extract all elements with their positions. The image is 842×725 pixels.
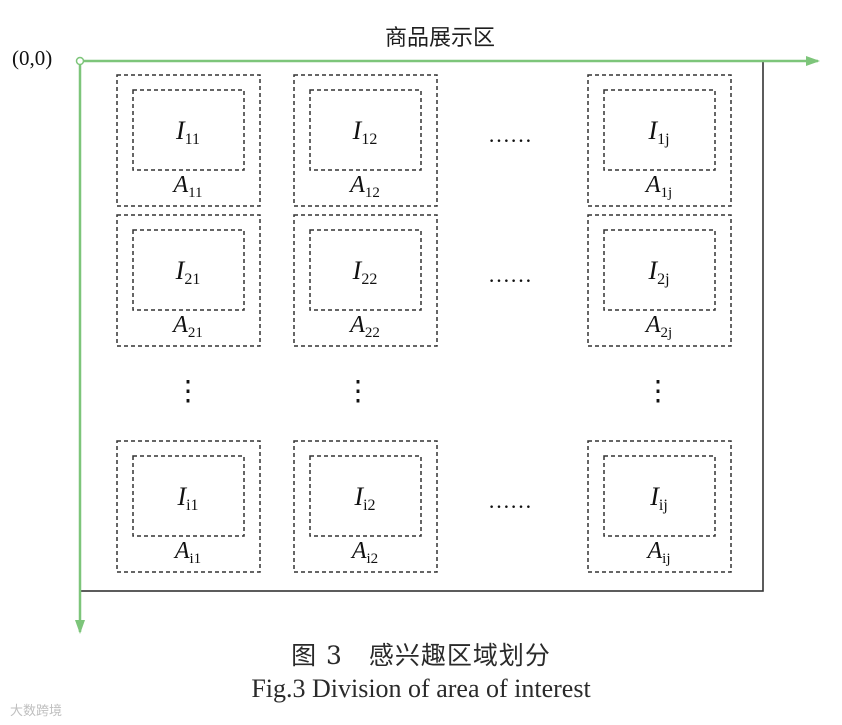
outer-area-box [116, 214, 261, 347]
outer-area-box [587, 214, 732, 347]
outer-area-box [116, 440, 261, 573]
watermark: 大数跨境 [10, 704, 63, 719]
vertical-ellipsis: ⋮ [344, 374, 372, 407]
interest-area-label: Ii2 [353, 482, 375, 514]
figure-caption-chinese: 图 3 感兴趣区域划分 [291, 641, 551, 670]
inner-interest-box [132, 455, 245, 537]
inner-interest-box [603, 89, 716, 171]
outer-area-box [293, 214, 438, 347]
outer-area-box [116, 74, 261, 207]
vertical-ellipsis: ⋮ [644, 374, 672, 407]
origin-point [75, 56, 85, 66]
horizontal-ellipsis: …… [488, 122, 532, 147]
inner-interest-box [603, 455, 716, 537]
display-area-title: 商品展示区 [384, 26, 495, 51]
area-label: A1j [644, 172, 672, 201]
ellipsis-group: …… …… …… ⋮ ⋮ ⋮ [174, 122, 672, 513]
interest-area-label: I11 [175, 116, 200, 148]
inner-interest-box [132, 229, 245, 311]
interest-area-label: I12 [352, 116, 378, 148]
area-label: A11 [171, 172, 202, 201]
interest-area-label: I2j [647, 256, 669, 288]
area-label: A12 [348, 172, 380, 201]
area-label: A21 [171, 312, 203, 341]
outer-area-box [587, 74, 732, 207]
interest-area-label: I21 [175, 256, 201, 288]
area-label: Aij [645, 538, 670, 567]
inner-interest-box [309, 455, 422, 537]
vertical-ellipsis: ⋮ [174, 374, 202, 407]
area-label: A2j [644, 312, 672, 341]
area-label: A22 [348, 312, 380, 341]
horizontal-ellipsis: …… [488, 262, 532, 287]
interest-area-label: Ii1 [176, 482, 198, 514]
figure-caption-english: Fig.3 Division of area of interest [251, 674, 591, 703]
inner-interest-box [309, 229, 422, 311]
inner-interest-box [309, 89, 422, 171]
interest-area-label: I1j [647, 116, 669, 148]
area-label: Ai1 [173, 538, 201, 567]
cell-grid: I11A11I12A12I1jA1jI21A21I22A22I2jA2jIi1A… [116, 74, 732, 573]
interest-area-label: I22 [352, 256, 378, 288]
outer-area-box [587, 440, 732, 573]
origin-label: (0,0) [12, 46, 53, 70]
horizontal-ellipsis: …… [488, 488, 532, 513]
outer-area-box [293, 440, 438, 573]
outer-area-box [293, 74, 438, 207]
inner-interest-box [603, 229, 716, 311]
interest-area-label: Iij [649, 482, 668, 514]
area-label: Ai2 [350, 538, 378, 567]
inner-interest-box [132, 89, 245, 171]
